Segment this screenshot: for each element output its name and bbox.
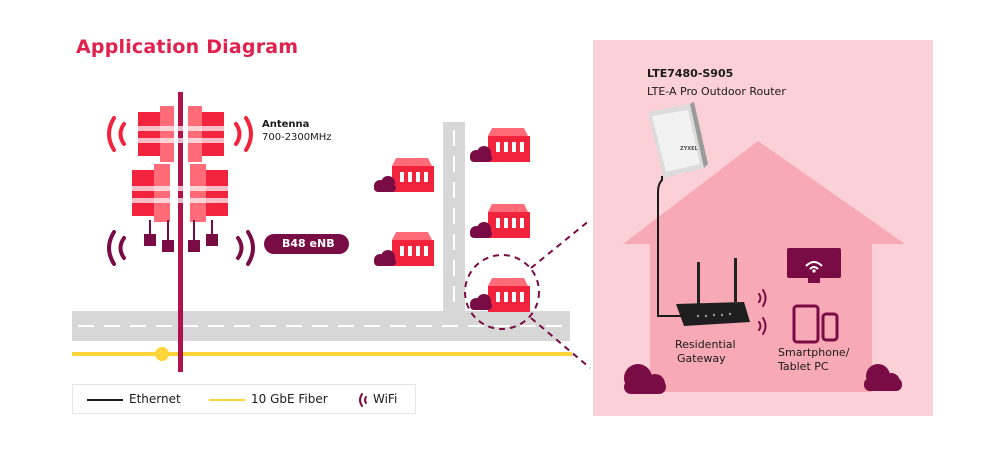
cloud-icon: [624, 364, 666, 394]
zoom-circle: [464, 254, 540, 330]
antenna-panels-bottom: [126, 164, 236, 222]
building-icon: [488, 278, 530, 312]
antenna-label: Antenna: [262, 119, 310, 130]
enb-badge: B48 eNB: [264, 234, 349, 254]
cloud-icon: [864, 364, 902, 391]
antenna-panels-top: [130, 106, 230, 162]
router-brand: ZYXEL: [680, 146, 699, 152]
cloud-icon: [470, 294, 492, 310]
road-vertical: [443, 122, 465, 327]
building-icon: [488, 204, 530, 238]
antenna-frequency: 700-2300MHz: [262, 132, 332, 143]
ethernet-cable: [657, 176, 682, 317]
legend-ethernet: Ethernet: [129, 392, 181, 406]
router-description: LTE-A Pro Outdoor Router: [647, 85, 786, 98]
enb-units: [144, 220, 218, 252]
legend-wifi: WiFi: [373, 392, 398, 406]
cloud-icon: [470, 222, 492, 238]
building-icon: [392, 158, 434, 192]
gateway-label: Residential Gateway: [675, 338, 736, 365]
signal-waves-red: [107, 116, 253, 152]
monitor-icon: [787, 248, 841, 283]
signal-waves-purple: [107, 230, 255, 266]
house-shape: [623, 141, 905, 392]
tablet-icon: [792, 304, 820, 344]
fiber-node: [155, 347, 169, 361]
outdoor-router-icon: ZYXEL: [648, 102, 708, 178]
building-icon: [488, 128, 530, 162]
legend-ethernet-swatch: [87, 399, 123, 401]
page-title: Application Diagram: [76, 36, 299, 58]
cloud-icon: [374, 250, 396, 266]
smartphone-icon: [821, 312, 839, 342]
residential-gateway-icon: [676, 258, 750, 326]
legend-fiber-swatch: [209, 399, 245, 401]
devices-label: Smartphone/ Tablet PC: [778, 346, 850, 373]
cloud-icon: [374, 176, 396, 192]
router-model: LTE7480-S905: [647, 67, 734, 80]
legend-fiber: 10 GbE Fiber: [251, 392, 328, 406]
building-icon: [392, 232, 434, 266]
wifi-waves-icon: [758, 289, 767, 335]
tower-pole: [178, 92, 183, 372]
wifi-icon: [359, 393, 367, 407]
legend: Ethernet 10 GbE Fiber WiFi: [72, 384, 416, 414]
cloud-icon: [470, 146, 492, 162]
